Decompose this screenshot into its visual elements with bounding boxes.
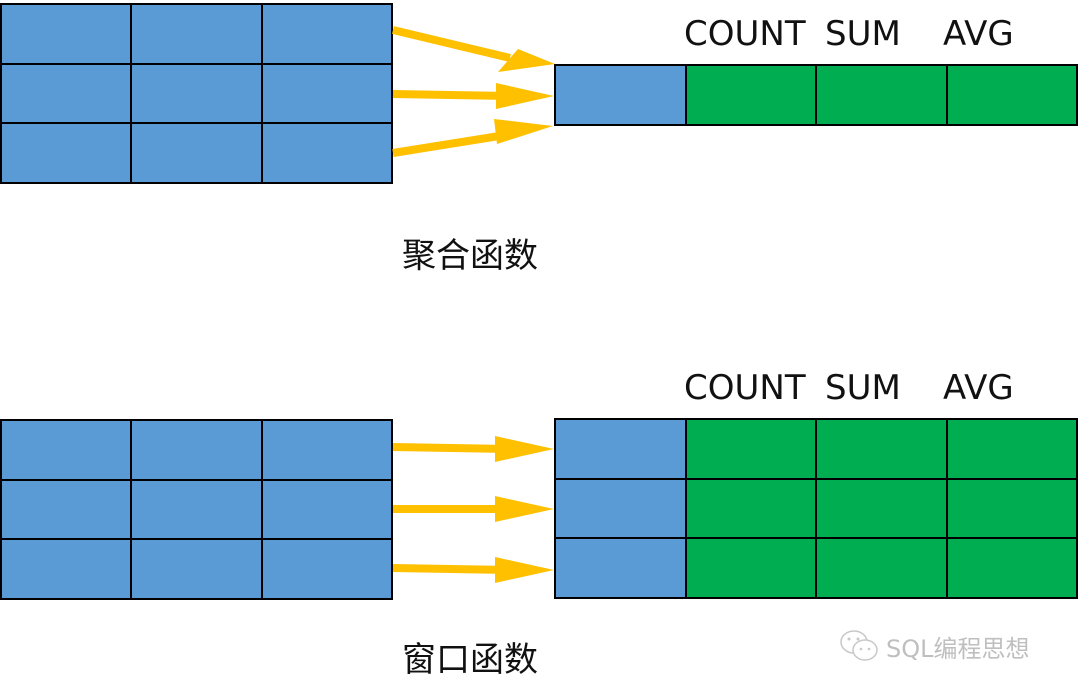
source-cell: [262, 480, 391, 539]
aggregate-source-table: [0, 3, 393, 184]
row-key-cell: [556, 539, 685, 597]
avg-cell: [947, 66, 1076, 124]
arrowhead-icon: [495, 496, 554, 522]
source-cell: [262, 64, 391, 123]
window-source-table: [0, 419, 393, 600]
source-cell: [2, 480, 131, 539]
source-cell: [132, 5, 261, 63]
header-count: COUNT: [684, 368, 806, 408]
source-cell: [132, 480, 261, 539]
count-cell: [686, 66, 815, 124]
header-sum: SUM: [825, 368, 901, 408]
arrowhead-icon: [496, 83, 554, 109]
source-cell: [132, 421, 261, 479]
watermark-text: SQL编程思想: [886, 634, 1030, 663]
header-avg: AVG: [943, 14, 1014, 54]
sum-cell: [817, 420, 946, 478]
header-count: COUNT: [684, 14, 806, 54]
window-result-table: [554, 418, 1078, 599]
arrow-line: [392, 443, 513, 453]
count-cell: [686, 479, 815, 538]
wechat-icon: [840, 630, 878, 661]
source-cell: [262, 124, 391, 182]
source-cell: [262, 540, 391, 598]
arrow-line: [392, 564, 513, 574]
aggregate-result-table: [554, 64, 1078, 126]
arrowhead-icon: [495, 557, 554, 583]
watermark: SQL编程思想: [838, 628, 1030, 664]
sum-cell: [817, 66, 946, 124]
sum-cell: [817, 479, 946, 538]
arrowhead-icon: [498, 49, 555, 72]
avg-cell: [947, 539, 1076, 597]
arrow-line: [392, 90, 513, 100]
count-cell: [686, 539, 815, 597]
source-cell: [262, 421, 391, 479]
source-cell: [132, 124, 261, 182]
source-cell: [2, 64, 131, 123]
source-cell: [2, 421, 131, 479]
count-cell: [686, 420, 815, 478]
source-cell: [132, 540, 261, 598]
source-cell: [2, 5, 131, 63]
source-cell: [2, 124, 131, 182]
header-sum: SUM: [825, 14, 901, 54]
avg-cell: [947, 420, 1076, 478]
arrow-line: [392, 26, 511, 62]
arrowhead-icon: [494, 119, 553, 144]
arrow-line: [392, 130, 513, 157]
group-key-cell: [556, 66, 685, 124]
header-avg: AVG: [943, 368, 1014, 408]
window-caption: 窗口函数: [402, 640, 538, 680]
row-key-cell: [556, 420, 685, 478]
sum-cell: [817, 539, 946, 597]
source-cell: [262, 5, 391, 63]
aggregate-caption: 聚合函数: [402, 236, 538, 276]
source-cell: [132, 64, 261, 123]
arrowhead-icon: [495, 436, 554, 462]
source-cell: [2, 540, 131, 598]
avg-cell: [947, 479, 1076, 538]
row-key-cell: [556, 479, 685, 538]
